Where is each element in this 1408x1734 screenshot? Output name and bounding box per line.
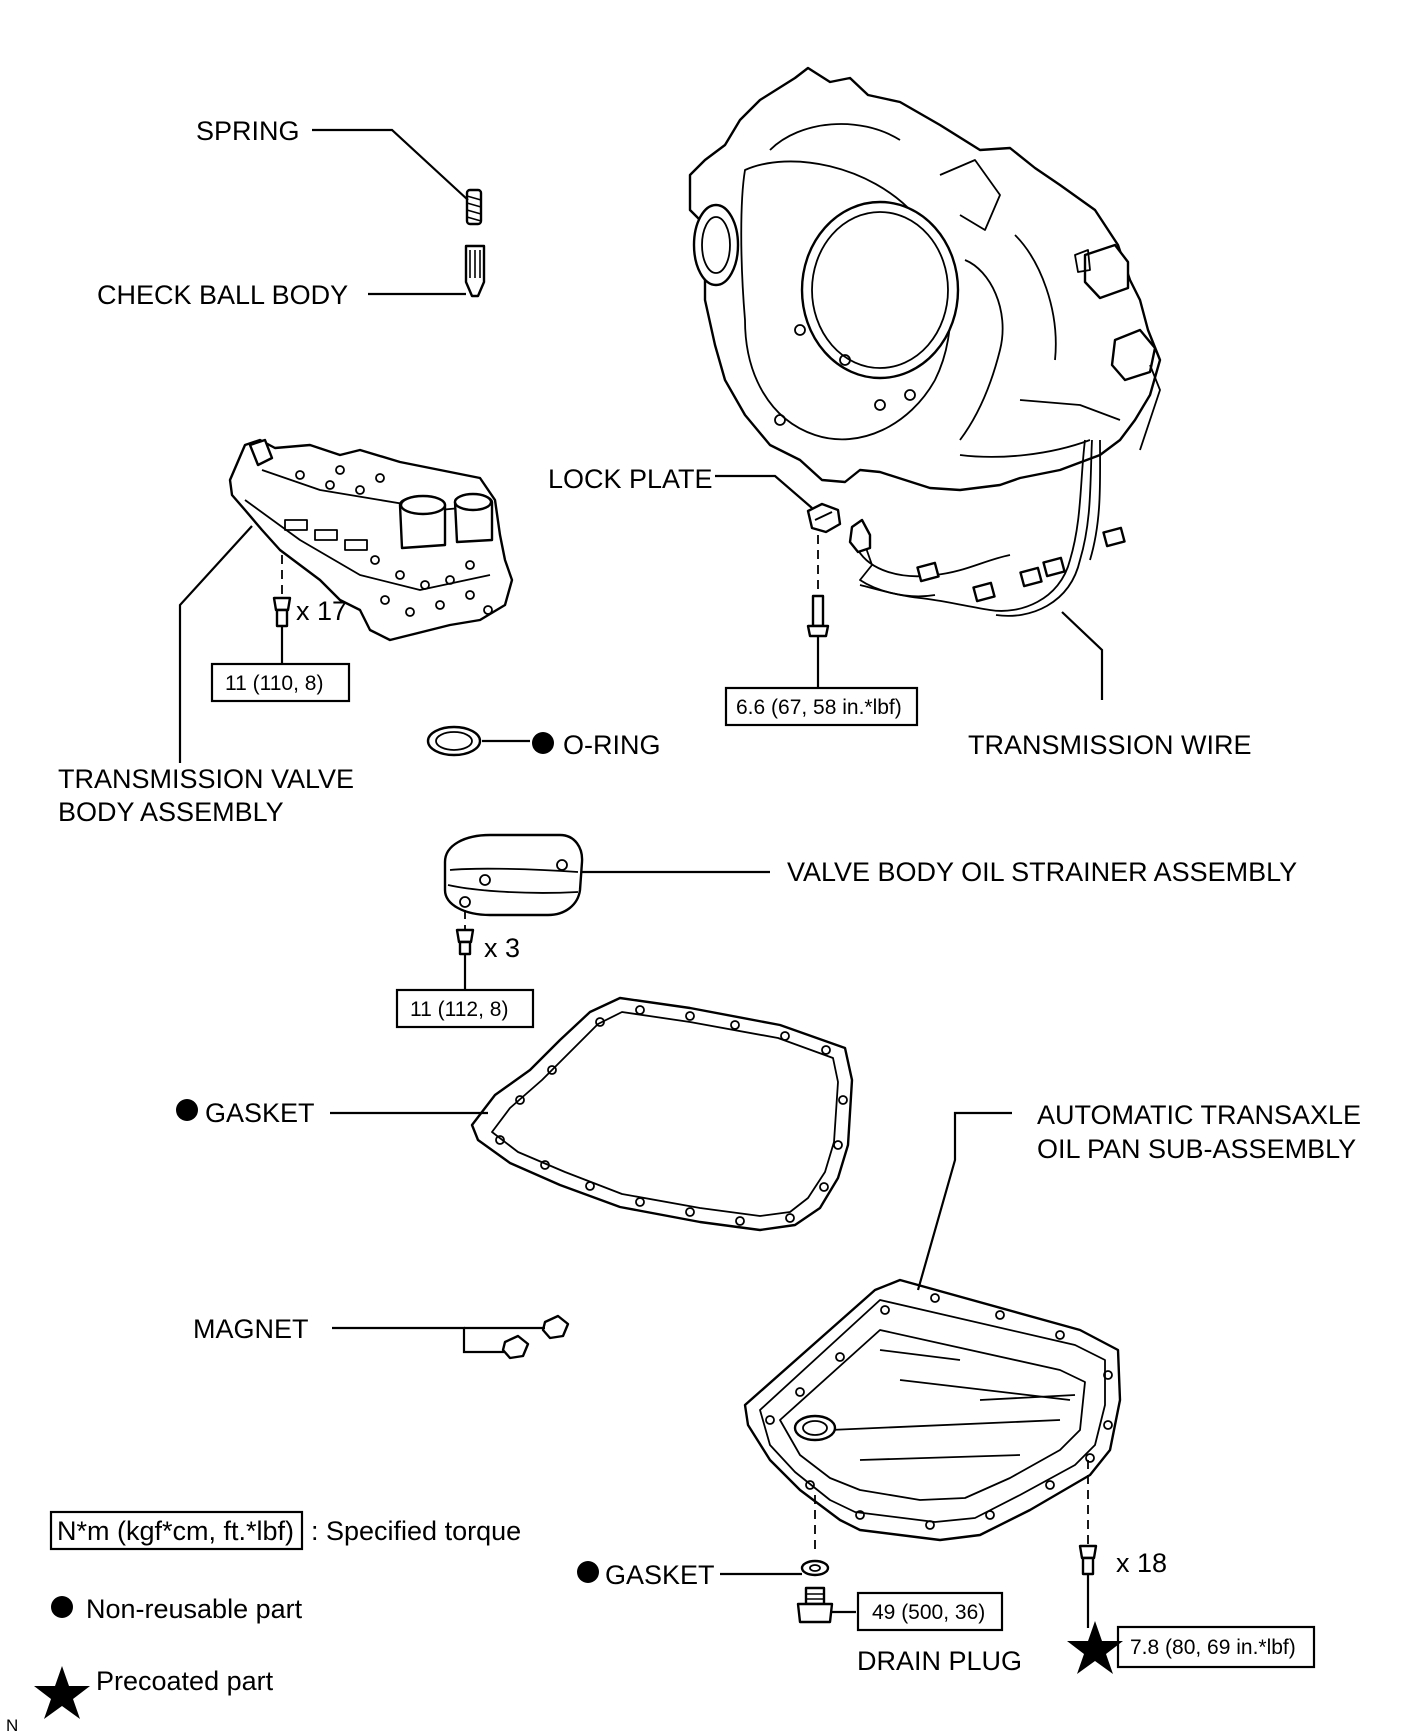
spring-label: SPRING (196, 116, 300, 146)
legend-precoated: Precoated part (96, 1666, 274, 1696)
valve-body-label-line1: TRANSMISSION VALVE (58, 764, 354, 794)
o-ring-illustration (426, 725, 482, 757)
lock-plate-illustration (806, 502, 842, 534)
o-ring-non-reusable-icon (532, 732, 554, 754)
gasket-pan-illustration (470, 996, 854, 1232)
oil-pan-torque-box (1116, 1625, 1316, 1669)
legend-torque-unit-box (49, 1510, 304, 1551)
drain-gasket-non-reusable-icon (577, 1561, 599, 1583)
valve-body-bolt-icon (272, 596, 292, 628)
valve-body-torque-value: 11 (110, 8) (225, 672, 323, 695)
spring-illustration (465, 188, 483, 226)
lock-plate-torque-value: 6.6 (67, 58 in.*lbf) (736, 696, 902, 719)
magnet-label: MAGNET (193, 1314, 309, 1344)
oil-strainer-illustration (443, 833, 584, 917)
oil-pan-illustration (743, 1278, 1122, 1542)
drain-gasket-illustration (800, 1559, 830, 1577)
valve-body-torque-box (210, 662, 351, 703)
strainer-torque-box (395, 988, 535, 1029)
legend-torque-desc: : Specified torque (311, 1516, 521, 1546)
drain-plug-label: DRAIN PLUG (857, 1646, 1022, 1676)
oil-strainer-label: VALVE BODY OIL STRAINER ASSEMBLY (787, 857, 1297, 887)
check-ball-body-illustration (464, 244, 486, 298)
precoated-legend-icon (34, 1666, 90, 1719)
oil-pan-label-line1: AUTOMATIC TRANSAXLE (1037, 1100, 1361, 1130)
oil-pan-bolt-quantity: x 18 (1116, 1548, 1167, 1578)
transmission-wire-label: TRANSMISSION WIRE (968, 730, 1252, 760)
valve-body-label-line2: BODY ASSEMBLY (58, 797, 284, 827)
corner-mark: N (6, 1716, 18, 1734)
strainer-bolt-quantity: x 3 (484, 933, 520, 963)
lock-plate-torque-box (724, 686, 919, 727)
valve-body-bolt-quantity: x 17 (296, 596, 347, 626)
drain-plug-icon (796, 1586, 834, 1624)
check-ball-body-label: CHECK BALL BODY (97, 280, 348, 310)
legend-torque-unit: N*m (kgf*cm, ft.*lbf) (57, 1516, 294, 1546)
oil-pan-bolt-icon (1078, 1544, 1098, 1576)
transaxle-housing-illustration (688, 66, 1162, 492)
gasket-pan-label: GASKET (205, 1098, 315, 1128)
oil-pan-bolt-precoated-icon (1067, 1621, 1123, 1674)
lock-plate-label: LOCK PLATE (548, 464, 713, 494)
o-ring-label: O-RING (563, 730, 661, 760)
non-reusable-legend-icon (51, 1596, 73, 1618)
lock-plate-bolt-icon (806, 594, 830, 638)
valve-body-illustration (228, 438, 514, 642)
drain-plug-torque-box (856, 1591, 1004, 1632)
strainer-torque-value: 11 (112, 8) (410, 998, 508, 1021)
transmission-wire-illustration (848, 439, 1126, 617)
drain-plug-torque-value: 49 (500, 36) (872, 1601, 985, 1624)
leader-lines (178, 128, 1104, 1628)
oil-pan-label-line2: OIL PAN SUB-ASSEMBLY (1037, 1134, 1356, 1164)
magnet-illustration (501, 1314, 570, 1360)
strainer-bolt-icon (455, 928, 475, 956)
oil-pan-torque-value: 7.8 (80, 69 in.*lbf) (1130, 1636, 1296, 1659)
legend-non-reusable: Non-reusable part (86, 1594, 303, 1624)
pan-gasket-non-reusable-icon (176, 1099, 198, 1121)
gasket-drain-label: GASKET (605, 1560, 715, 1590)
